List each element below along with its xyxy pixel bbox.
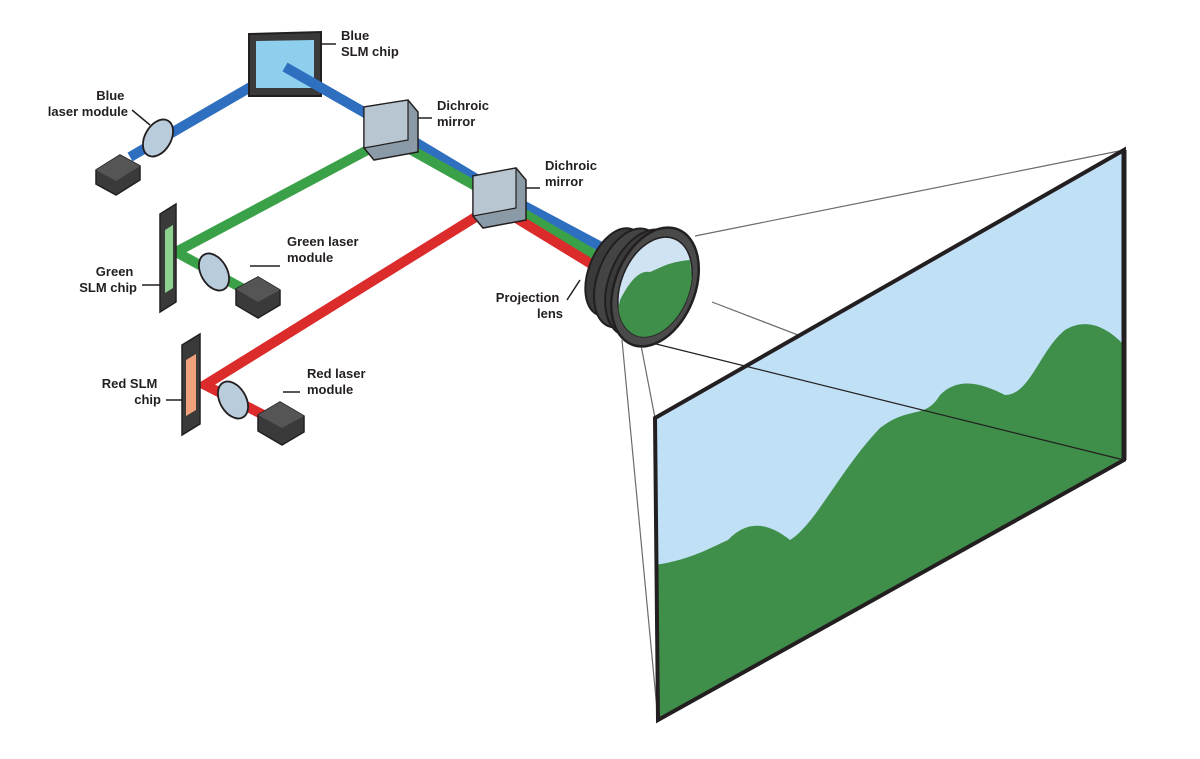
dichroic-mirror-1 bbox=[363, 99, 419, 161]
label-green-laser: Green laser module bbox=[287, 234, 362, 265]
projection-screen bbox=[652, 146, 1127, 724]
dichroic-mirror-2 bbox=[472, 167, 527, 229]
label-blue-laser: Blue laser module bbox=[48, 88, 128, 119]
red-laser-module bbox=[217, 380, 305, 446]
projection-lens bbox=[584, 226, 701, 348]
blue-slm-chip bbox=[248, 30, 398, 135]
label-green-slm: Green SLM chip bbox=[79, 264, 137, 295]
blue-laser-module bbox=[95, 118, 174, 196]
label-projection-lens: Projection lens bbox=[496, 290, 563, 321]
projection-lens-leader bbox=[566, 279, 581, 301]
label-blue-slm: Blue SLM chip bbox=[341, 28, 399, 59]
label-red-laser: Red laser module bbox=[307, 366, 369, 397]
label-dichroic-1: Dichroic mirror bbox=[437, 98, 493, 129]
label-red-slm: Red SLM chip bbox=[102, 376, 161, 407]
green-laser-module bbox=[198, 252, 281, 319]
red-slm-chip bbox=[181, 332, 201, 437]
diagram-labels: Blue SLM chip Blue laser module Dichroic… bbox=[48, 28, 601, 407]
green-slm-chip bbox=[159, 202, 177, 314]
blue-laser-leader bbox=[131, 109, 151, 126]
label-dichroic-2: Dichroic mirror bbox=[545, 158, 601, 189]
center-ray bbox=[639, 339, 1125, 461]
